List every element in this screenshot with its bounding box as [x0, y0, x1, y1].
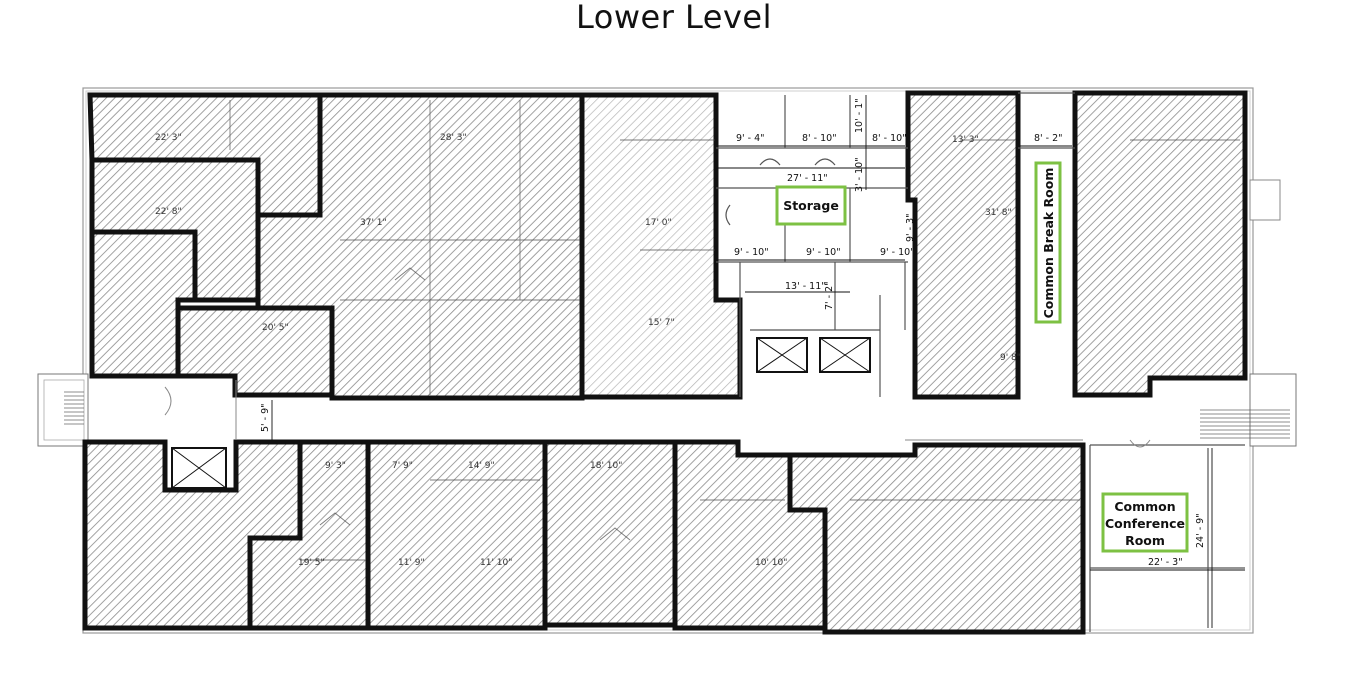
storage-label: Storage — [783, 198, 839, 213]
conference-label-line3: Room — [1125, 533, 1165, 548]
dim-label: 8' - 10" — [872, 133, 907, 144]
faint-dim: 13' 3" — [952, 135, 979, 145]
elevators-core — [756, 337, 871, 373]
right-stairwell — [1200, 179, 1297, 447]
faint-dim: 9' 8" — [1000, 353, 1021, 363]
faint-dim: 22' 3" — [155, 133, 182, 143]
left-stairwell — [37, 373, 89, 447]
building-outline — [82, 87, 1254, 634]
faint-dim: 9' 3" — [325, 461, 346, 471]
tenant-spaces-upper — [87, 90, 1248, 401]
page-title: Lower Level — [576, 0, 772, 36]
suite-upper-right-b — [1072, 90, 1248, 398]
faint-dim: 31' 8" — [985, 208, 1012, 218]
faint-dim: 11' 10" — [480, 558, 512, 568]
suite-lower-3 — [365, 439, 548, 631]
dim-label: 8' - 10" — [802, 133, 837, 144]
dim-label: 7' - 2" — [824, 281, 835, 310]
dim-label: 9' - 10" — [734, 247, 769, 258]
dimension-labels: 9' - 4" 8' - 10" 10' - 1" 8' - 10" 27' -… — [260, 98, 1206, 568]
dim-label: 8' - 2" — [1034, 133, 1063, 144]
dim-label: 3' - 10" — [854, 157, 865, 192]
faint-dim: 17' 0" — [645, 218, 672, 228]
faint-dim: 11' 9" — [398, 558, 425, 568]
dim-label: 24' - 9" — [1195, 513, 1206, 548]
break-room-callout: Common Break Room — [1034, 161, 1062, 324]
suite-lower-6 — [787, 442, 1086, 635]
faint-dim: 37' 1" — [360, 218, 387, 228]
suite-left-4 — [175, 305, 335, 398]
storage-callout: Storage — [775, 185, 847, 226]
faint-dim: 15' 7" — [648, 318, 675, 328]
tenant-spaces-lower — [82, 439, 1086, 635]
faint-dim: 18' 10" — [590, 461, 622, 471]
conference-room-callout: Common Conference Room — [1101, 492, 1189, 553]
faint-dim: 22' 8" — [155, 207, 182, 217]
dim-label: 9' - 10" — [880, 247, 915, 258]
faint-dim: 20' 5" — [262, 323, 289, 333]
faint-dim: 28' 3" — [440, 133, 467, 143]
dim-label: 5' - 9" — [260, 403, 271, 432]
conference-label-line2: Conference — [1105, 516, 1185, 531]
dim-label: 22' - 3" — [1148, 557, 1183, 568]
dim-label: 9' - 3" — [905, 213, 916, 242]
dim-label: 10' - 1" — [854, 98, 865, 133]
dim-label: 13' - 11" — [785, 281, 826, 292]
conference-label-line1: Common — [1114, 499, 1175, 514]
interior-partitions — [229, 100, 1240, 561]
corridor — [164, 380, 1151, 448]
faint-dim: 7' 9" — [392, 461, 413, 471]
faint-dim: 19' 5" — [298, 558, 325, 568]
faint-dim: 10' 10" — [755, 558, 787, 568]
break-room-label: Common Break Room — [1041, 168, 1056, 319]
dim-label: 9' - 4" — [736, 133, 765, 144]
elevator-lower-left — [171, 447, 227, 489]
dim-label: 9' - 10" — [806, 247, 841, 258]
faint-dim: 14' 9" — [468, 461, 495, 471]
suite-left-3 — [89, 229, 198, 379]
dim-label: 27' - 11" — [787, 173, 828, 184]
faint-dimensions: 22' 3" 22' 8" 28' 3" 37' 1" 20' 5" 17' 0… — [155, 133, 1021, 568]
common-rooms — [1018, 92, 1245, 632]
dimension-lines — [271, 95, 1245, 628]
